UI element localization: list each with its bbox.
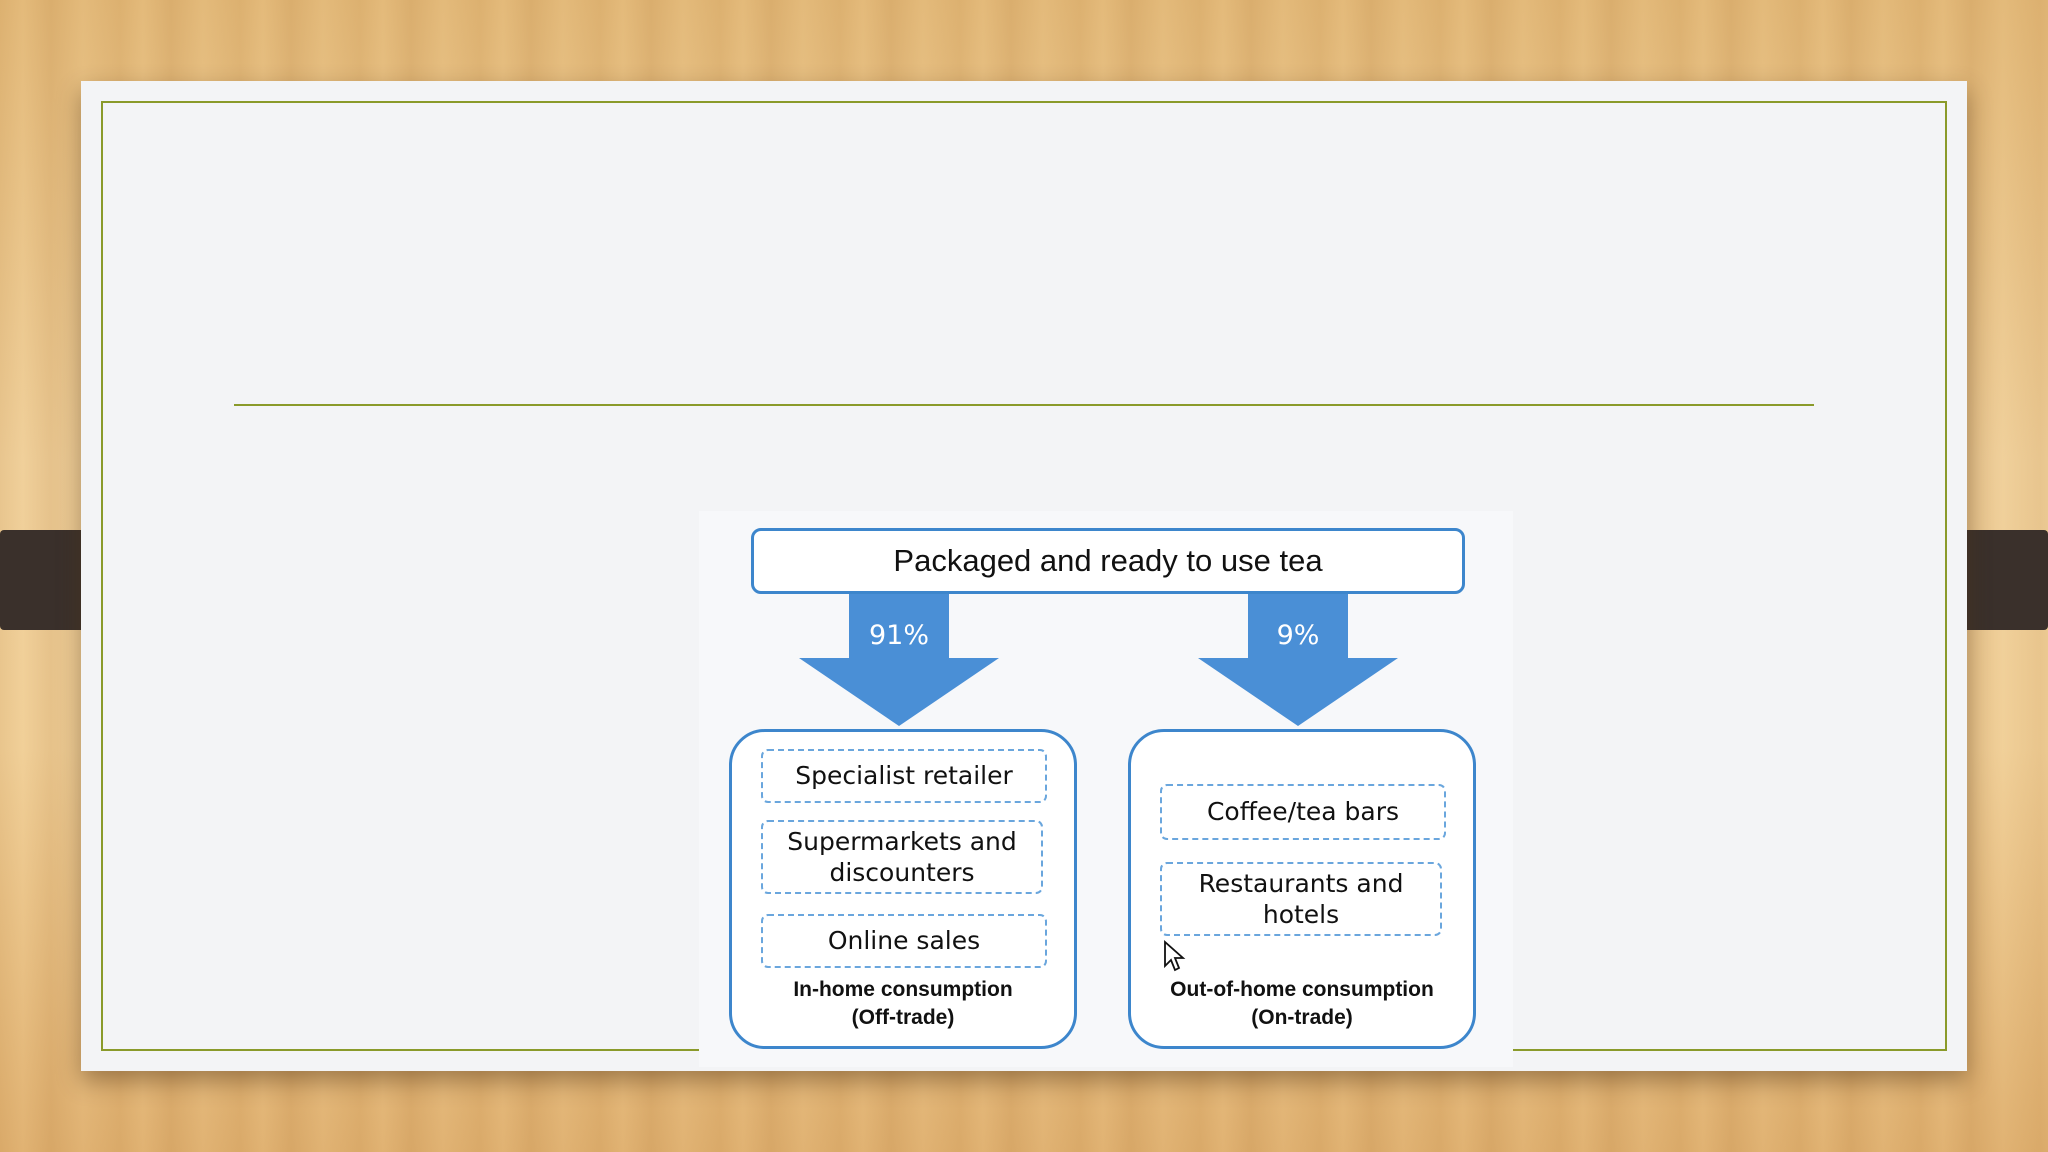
channel-item: Supermarkets and discounters	[761, 820, 1043, 894]
channel-item: Restaurants and hotels	[1160, 862, 1442, 936]
arrow-in-home: 91%	[799, 594, 999, 726]
percent-label-out-of-home: 9%	[1276, 620, 1320, 651]
mouse-cursor-icon	[1164, 940, 1186, 972]
percent-label-in-home: 91%	[868, 620, 929, 651]
channel-item: Online sales	[761, 914, 1047, 968]
title-divider	[234, 404, 1814, 406]
group-caption: Out-of-home consumption (On-trade)	[1131, 976, 1473, 1031]
header-box: Packaged and ready to use tea	[751, 528, 1465, 594]
arrow-out-of-home: 9%	[1198, 594, 1398, 726]
caption-line: Out-of-home consumption	[1170, 978, 1434, 1002]
out-of-home-group: Coffee/tea bars Restaurants and hotels O…	[1128, 729, 1476, 1049]
channel-item: Coffee/tea bars	[1160, 784, 1446, 840]
caption-line: (Off-trade)	[851, 1005, 955, 1029]
down-arrow-icon	[1198, 594, 1398, 726]
slide: Packaged and ready to use tea 91% 9% Spe…	[81, 81, 1967, 1071]
header-label: Packaged and ready to use tea	[893, 543, 1323, 578]
group-caption: In-home consumption (Off-trade)	[732, 976, 1074, 1031]
distribution-diagram: Packaged and ready to use tea 91% 9% Spe…	[699, 511, 1513, 1067]
in-home-group: Specialist retailer Supermarkets and dis…	[729, 729, 1077, 1049]
channel-item: Specialist retailer	[761, 749, 1047, 803]
caption-line: (On-trade)	[1251, 1005, 1353, 1029]
caption-line: In-home consumption	[793, 978, 1013, 1002]
down-arrow-icon	[799, 594, 999, 726]
